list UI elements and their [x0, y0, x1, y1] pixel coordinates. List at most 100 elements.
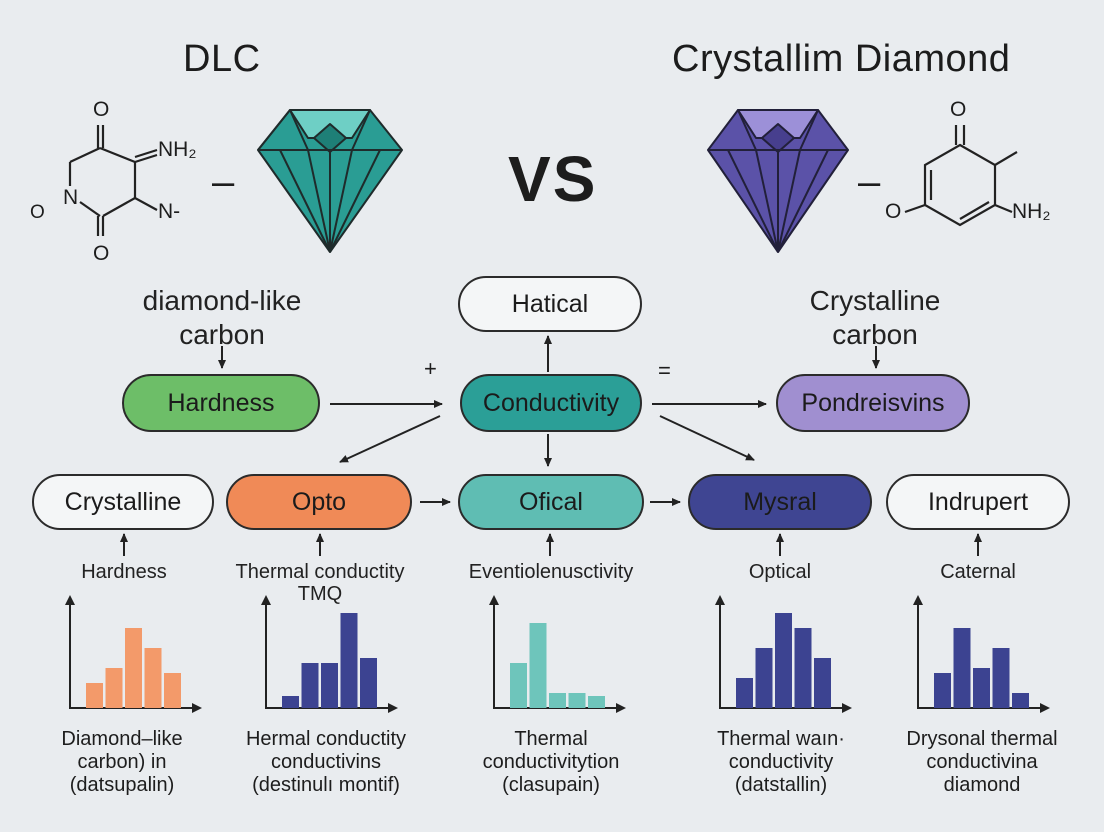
mini-chart-4-bar-3: [775, 613, 792, 708]
mini-chart-1: [65, 595, 202, 713]
mini-chart-3: [489, 595, 626, 713]
mini-chart-4-x-arrow: [842, 703, 852, 713]
node-pondreisvins: Pondreisvins: [776, 374, 970, 432]
label-crystalline-carbon: Crystalline carbon: [760, 284, 990, 352]
mini-chart-4-bar-1: [736, 678, 753, 708]
node-ofical: Ofical: [458, 474, 644, 530]
sublabel-thermal-line2: TMQ: [297, 583, 343, 605]
right-molecule-o-top: O: [950, 98, 967, 121]
diamond-right-icon: [707, 109, 849, 253]
caption-4-line1: Thermal waın·: [717, 728, 845, 750]
sublabel-thermal-line1: Thermal conductity: [235, 561, 405, 583]
label-right-line1: Crystalline: [809, 285, 941, 316]
mini-chart-2-x-arrow: [388, 703, 398, 713]
label-right-line2: carbon: [832, 319, 918, 350]
equals-sign: =: [658, 358, 671, 383]
left-molecule-o-left: O: [30, 202, 45, 223]
node-indrupert: Indrupert: [886, 474, 1070, 530]
caption-5: Drysonal thermal conductivina diamond: [884, 728, 1080, 797]
mini-chart-2: [261, 595, 398, 713]
caption-5-line2: conductivina: [926, 751, 1038, 773]
sublabel-optical: Optical: [748, 561, 812, 583]
mini-chart-1-bar-3: [125, 628, 142, 708]
left-molecule-n-minus: N-: [158, 200, 181, 223]
mini-chart-1-bar-1: [86, 683, 103, 708]
left-dash: –: [212, 160, 235, 204]
right-dash: –: [858, 160, 881, 204]
mini-chart-5-bar-1: [934, 673, 951, 708]
mini-chart-5: [913, 595, 1050, 713]
caption-3-line3: (clasupain): [502, 774, 600, 796]
mini-chart-4-bar-2: [755, 648, 773, 708]
mini-chart-3-bar-5: [588, 696, 605, 708]
plus-sign: +: [424, 356, 437, 381]
sublabel-hardness: Hardness: [81, 561, 167, 583]
flow-arrows: [120, 335, 982, 556]
mini-chart-3-x-arrow: [616, 703, 626, 713]
mini-chart-5-bar-5: [1012, 693, 1029, 708]
mini-chart-1-y-arrow: [65, 595, 75, 605]
sublabel-eventiolenusctivity: Eventiolenusctivity: [468, 561, 634, 583]
caption-4-line2: conductivity: [728, 751, 834, 773]
caption-2: Hermal conductity conductivins (destinul…: [220, 728, 432, 797]
mini-chart-1-bar-4: [144, 648, 162, 708]
node-mysral: Mysral: [688, 474, 872, 530]
mini-chart-4-y-arrow: [715, 595, 725, 605]
mini-chart-1-bar-5: [164, 673, 181, 708]
caption-1-line1: Diamond–like: [61, 728, 183, 750]
caption-4: Thermal waın· conductivity (datstallin): [686, 728, 876, 797]
caption-1-line2: carbon) in: [77, 751, 167, 773]
caption-5-line1: Drysonal thermal: [906, 728, 1058, 750]
node-hatical: Hatical: [458, 276, 642, 332]
caption-2-line3: (destinulı montif): [252, 774, 400, 796]
node-opto: Opto: [226, 474, 412, 530]
mini-chart-1-x-arrow: [192, 703, 202, 713]
caption-5-line3: diamond: [943, 774, 1021, 796]
mini-chart-2-bar-2: [301, 663, 319, 708]
title-dlc: DLC: [183, 38, 261, 80]
label-left-line1: diamond-like: [142, 285, 302, 316]
mini-chart-2-bar-1: [282, 696, 299, 708]
mini-chart-5-bar-4: [992, 648, 1010, 708]
caption-4-line3: (datstallin): [734, 774, 828, 796]
caption-3-line2: conductivitytion: [482, 751, 620, 773]
mini-chart-5-x-arrow: [1040, 703, 1050, 713]
left-molecule-o-bottom: O: [93, 242, 110, 265]
mini-chart-2-y-arrow: [261, 595, 271, 605]
mini-chart-2-bar-5: [360, 658, 377, 708]
title-crystalline-diamond: Crystallim Diamond: [672, 38, 1011, 80]
label-left-line2: carbon: [179, 319, 265, 350]
mini-chart-3-bar-4: [568, 693, 586, 708]
mini-chart-5-bar-2: [953, 628, 971, 708]
sublabel-caternal: Caternal: [940, 561, 1016, 583]
right-molecule-nh2: NH₂: [1012, 200, 1051, 223]
mini-chart-3-bar-1: [510, 663, 527, 708]
mini-chart-4-bar-4: [794, 628, 812, 708]
right-molecule-o-left: O: [885, 200, 902, 223]
caption-2-line2: conductivins: [270, 751, 382, 773]
caption-1: Diamond–like carbon) in (datsupalin): [24, 728, 220, 797]
caption-2-line1: Hermal conductity: [245, 728, 407, 750]
mini-chart-4: [715, 595, 852, 713]
left-molecule-o-top: O: [93, 98, 110, 121]
mini-chart-3-y-arrow: [489, 595, 499, 605]
mini-chart-3-bar-3: [549, 693, 566, 708]
sublabel-thermal-conductity: Thermal conductity TMQ: [212, 561, 428, 605]
label-diamond-like-carbon: diamond-like carbon: [110, 284, 334, 352]
caption-3-line1: Thermal: [514, 728, 588, 750]
caption-3: Thermal conductivitytion (clasupain): [456, 728, 646, 797]
mini-chart-4-bar-5: [814, 658, 831, 708]
node-hardness: Hardness: [122, 374, 320, 432]
mini-chart-5-y-arrow: [913, 595, 923, 605]
mini-chart-5-bar-3: [973, 668, 990, 708]
node-crystalline: Crystalline: [32, 474, 214, 530]
mini-chart-1-bar-2: [105, 668, 123, 708]
node-conductivity: Conductivity: [460, 374, 642, 432]
mini-chart-3-bar-2: [529, 623, 547, 708]
left-molecule-structure: [68, 125, 158, 236]
left-molecule-nh2: NH₂: [158, 138, 197, 161]
left-molecule-n: N: [63, 186, 79, 209]
versus-label: VS: [508, 143, 598, 215]
